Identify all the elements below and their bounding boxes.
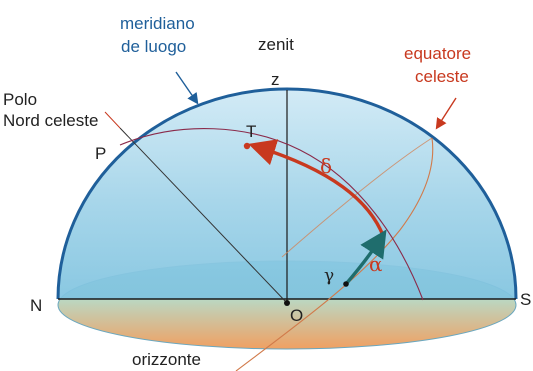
point-gamma [343,281,349,287]
point-o [284,300,290,306]
polo-label-line2: Nord celeste [3,111,99,130]
hour-circle [119,128,424,301]
alpha-label: α [369,252,383,276]
delta-label: δ [320,154,333,178]
point-t [243,142,251,150]
meridian-pointer [175,71,199,105]
equator-label-line2: celeste [415,67,469,86]
zenit-label: zenit [258,35,294,54]
gamma-label: γ [324,266,335,286]
right-ascension-arrow [344,229,387,286]
z-label: z [271,70,280,89]
t-label: T [246,122,257,141]
n-label: N [30,296,43,315]
declination-arrow [248,139,386,239]
equator-pointer [435,97,457,130]
celestial-equator [235,137,434,371]
polo-label-line1: Polo [3,90,38,109]
meridian-label-line1: meridiano [120,14,195,33]
polar-axis [119,127,288,304]
orizzonte-label: orizzonte [132,350,201,369]
s-label: S [520,290,532,309]
p-label: P [95,144,107,163]
equator-label-line1: equatore [404,44,472,63]
o-label: O [290,306,304,325]
local-meridian [56,87,518,300]
meridian-label-line2: de luogo [121,37,187,56]
